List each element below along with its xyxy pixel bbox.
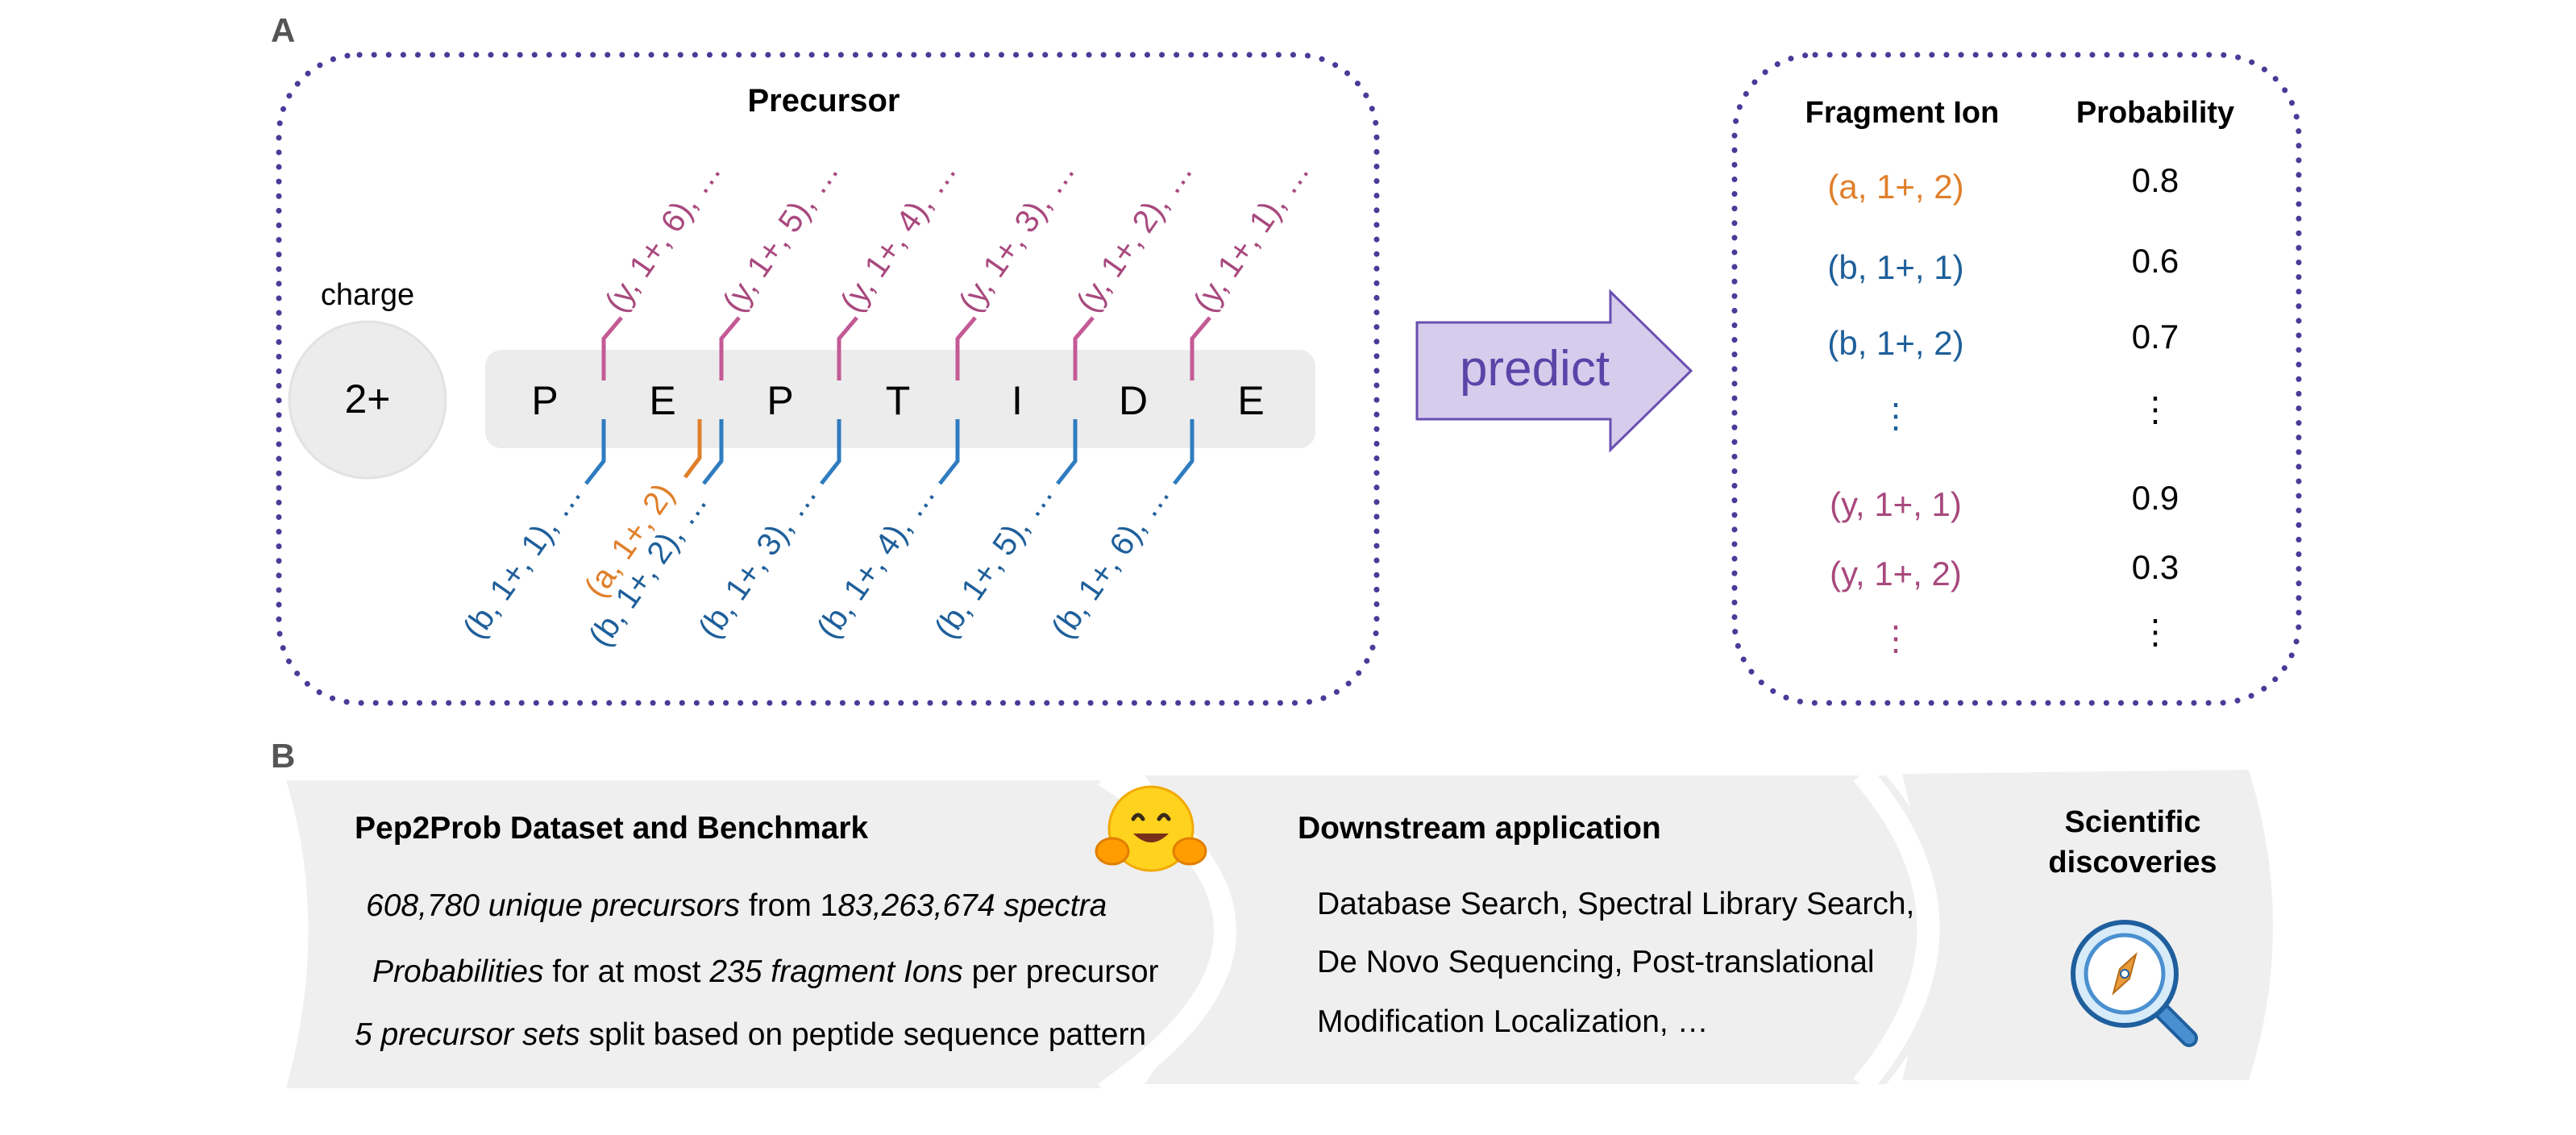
b-tick-1 — [584, 419, 606, 485]
y-tick-4 — [955, 316, 977, 380]
hugging-face-icon — [1095, 785, 1207, 872]
y-tick-5 — [1073, 316, 1095, 380]
dataset-line-2-italic: Probabilities — [372, 954, 543, 989]
dataset-line-2: Probabilities for at most 235 fragment I… — [372, 954, 1159, 989]
b-tick-3 — [820, 419, 841, 485]
b-ion-ticks — [584, 419, 1195, 485]
panel-a-letter: A — [271, 11, 295, 49]
b-ion-label-3: (b, 1+, 3), … — [692, 477, 824, 645]
dataset-line-1-italic: 608,780 unique precursors — [366, 888, 740, 923]
y-ion-label-4: (y, 1+, 3), … — [952, 154, 1082, 318]
table-row-prob-2: 0.6 — [2132, 242, 2179, 280]
discoveries-title-2: discoveries — [2048, 846, 2217, 879]
table-header-prob: Probability — [2076, 96, 2234, 130]
residue-1: P — [531, 378, 558, 423]
discoveries-banner — [1902, 770, 2273, 1080]
banner-separator-2 — [1853, 766, 1940, 1093]
table-row-prob-5: 0.9 — [2132, 479, 2179, 517]
predict-arrow — [1415, 289, 1693, 453]
table-header-ion: Fragment Ion — [1805, 96, 2000, 130]
b-tick-6 — [1173, 419, 1195, 485]
panel-b-letter: B — [271, 737, 295, 775]
downstream-title: Downstream application — [1298, 811, 1661, 846]
table-row-ion-6: (y, 1+, 2) — [1830, 555, 1962, 592]
downstream-line-3: Modification Localization, … — [1317, 1004, 1709, 1039]
downstream-banner — [1145, 775, 1951, 1084]
table-row-prob-1: 0.8 — [2132, 161, 2179, 199]
dataset-line-3-italic: 5 precursor sets — [355, 1017, 580, 1052]
b-tick-5 — [1056, 419, 1078, 485]
table-row-ion-1: (a, 1+, 2) — [1827, 168, 1963, 206]
dataset-banner — [286, 780, 1245, 1088]
table-row-ion-7: ⋮ — [1879, 619, 1913, 657]
dataset-line-1-italic2: 83,263,674 spectra — [837, 888, 1107, 923]
b-ion-labels: (b, 1+, 1), …(b, 1+, 2), …(b, 1+, 3), …(… — [456, 477, 1177, 653]
charge-circle — [288, 320, 447, 480]
peptide-bar — [485, 350, 1315, 448]
y-ion-label-5: (y, 1+, 2), … — [1070, 154, 1199, 318]
b-ion-label-6: (b, 1+, 6), … — [1045, 477, 1177, 645]
compass-magnifier-icon — [2071, 920, 2198, 1047]
b-tick-2 — [702, 419, 724, 485]
precursor-dotted-box — [276, 52, 1380, 706]
residue-5: I — [1012, 378, 1023, 423]
discoveries-title-1: Scientific — [2065, 805, 2201, 839]
dataset-line-1-rest: from 1 — [740, 888, 837, 923]
dataset-line-1: 608,780 unique precursors from 183,263,6… — [366, 888, 1107, 923]
y-ion-labels: (y, 1+, 6), …(y, 1+, 5), …(y, 1+, 4), …(… — [598, 154, 1316, 318]
table-row-prob-7: ⋮ — [2138, 613, 2172, 651]
predict-label: predict — [1460, 341, 1610, 397]
table-row-prob-6: 0.3 — [2132, 548, 2179, 586]
table-row-prob-3: 0.7 — [2132, 318, 2179, 355]
charge-label: charge — [321, 278, 414, 312]
downstream-line-1: Database Search, Spectral Library Search… — [1317, 887, 1914, 921]
dataset-line-3: 5 precursor sets split based on peptide … — [355, 1017, 1146, 1052]
y-ion-label-1: (y, 1+, 6), … — [598, 154, 728, 318]
residue-3: P — [767, 378, 793, 423]
charge-value: 2+ — [344, 376, 390, 422]
residue-6: D — [1119, 378, 1148, 423]
precursor-title: Precursor — [748, 83, 900, 118]
dataset-title: Pep2Prob Dataset and Benchmark — [355, 811, 869, 846]
b-ion-label-5: (b, 1+, 5), … — [928, 477, 1060, 645]
table-row-ion-3: (b, 1+, 2) — [1827, 324, 1963, 362]
table-row-prob-4: ⋮ — [2138, 390, 2172, 428]
residue-4: T — [886, 378, 911, 423]
b-ion-label-1: (b, 1+, 1), … — [456, 477, 588, 645]
residue-2: E — [649, 378, 675, 423]
table-row-ion-4: ⋮ — [1879, 397, 1913, 434]
downstream-line-2: De Novo Sequencing, Post-translational — [1317, 945, 1875, 979]
y-tick-2 — [719, 316, 741, 380]
dataset-line-3-rest: split based on peptide sequence pattern — [580, 1017, 1147, 1052]
y-tick-6 — [1190, 316, 1211, 380]
y-ion-label-2: (y, 1+, 5), … — [716, 154, 846, 318]
b-ion-label-4: (b, 1+, 4), … — [810, 477, 942, 645]
y-tick-1 — [601, 316, 623, 380]
y-ion-label-6: (y, 1+, 1), … — [1186, 154, 1316, 318]
b-tick-4 — [938, 419, 960, 485]
probability-table-rows: (a, 1+, 2) 0.8 (b, 1+, 1) 0.6 (b, 1+, 2) 0.7 ⋮… — [1827, 161, 2179, 657]
table-row-ion-5: (y, 1+, 1) — [1830, 485, 1962, 523]
table-row-ion-2: (b, 1+, 1) — [1827, 248, 1963, 286]
y-tick-3 — [837, 316, 858, 380]
probability-dotted-box — [1731, 52, 2302, 706]
residue-7: E — [1237, 378, 1264, 423]
dataset-line-2-rest2: per precursor — [963, 954, 1159, 989]
y-ion-ticks — [601, 316, 1211, 380]
a-ion-tick — [683, 419, 702, 479]
dataset-line-2-rest: for at most — [543, 954, 709, 989]
dataset-line-2-italic2: 235 fragment Ions — [708, 954, 962, 989]
y-ion-label-3: (y, 1+, 4), … — [833, 154, 963, 318]
